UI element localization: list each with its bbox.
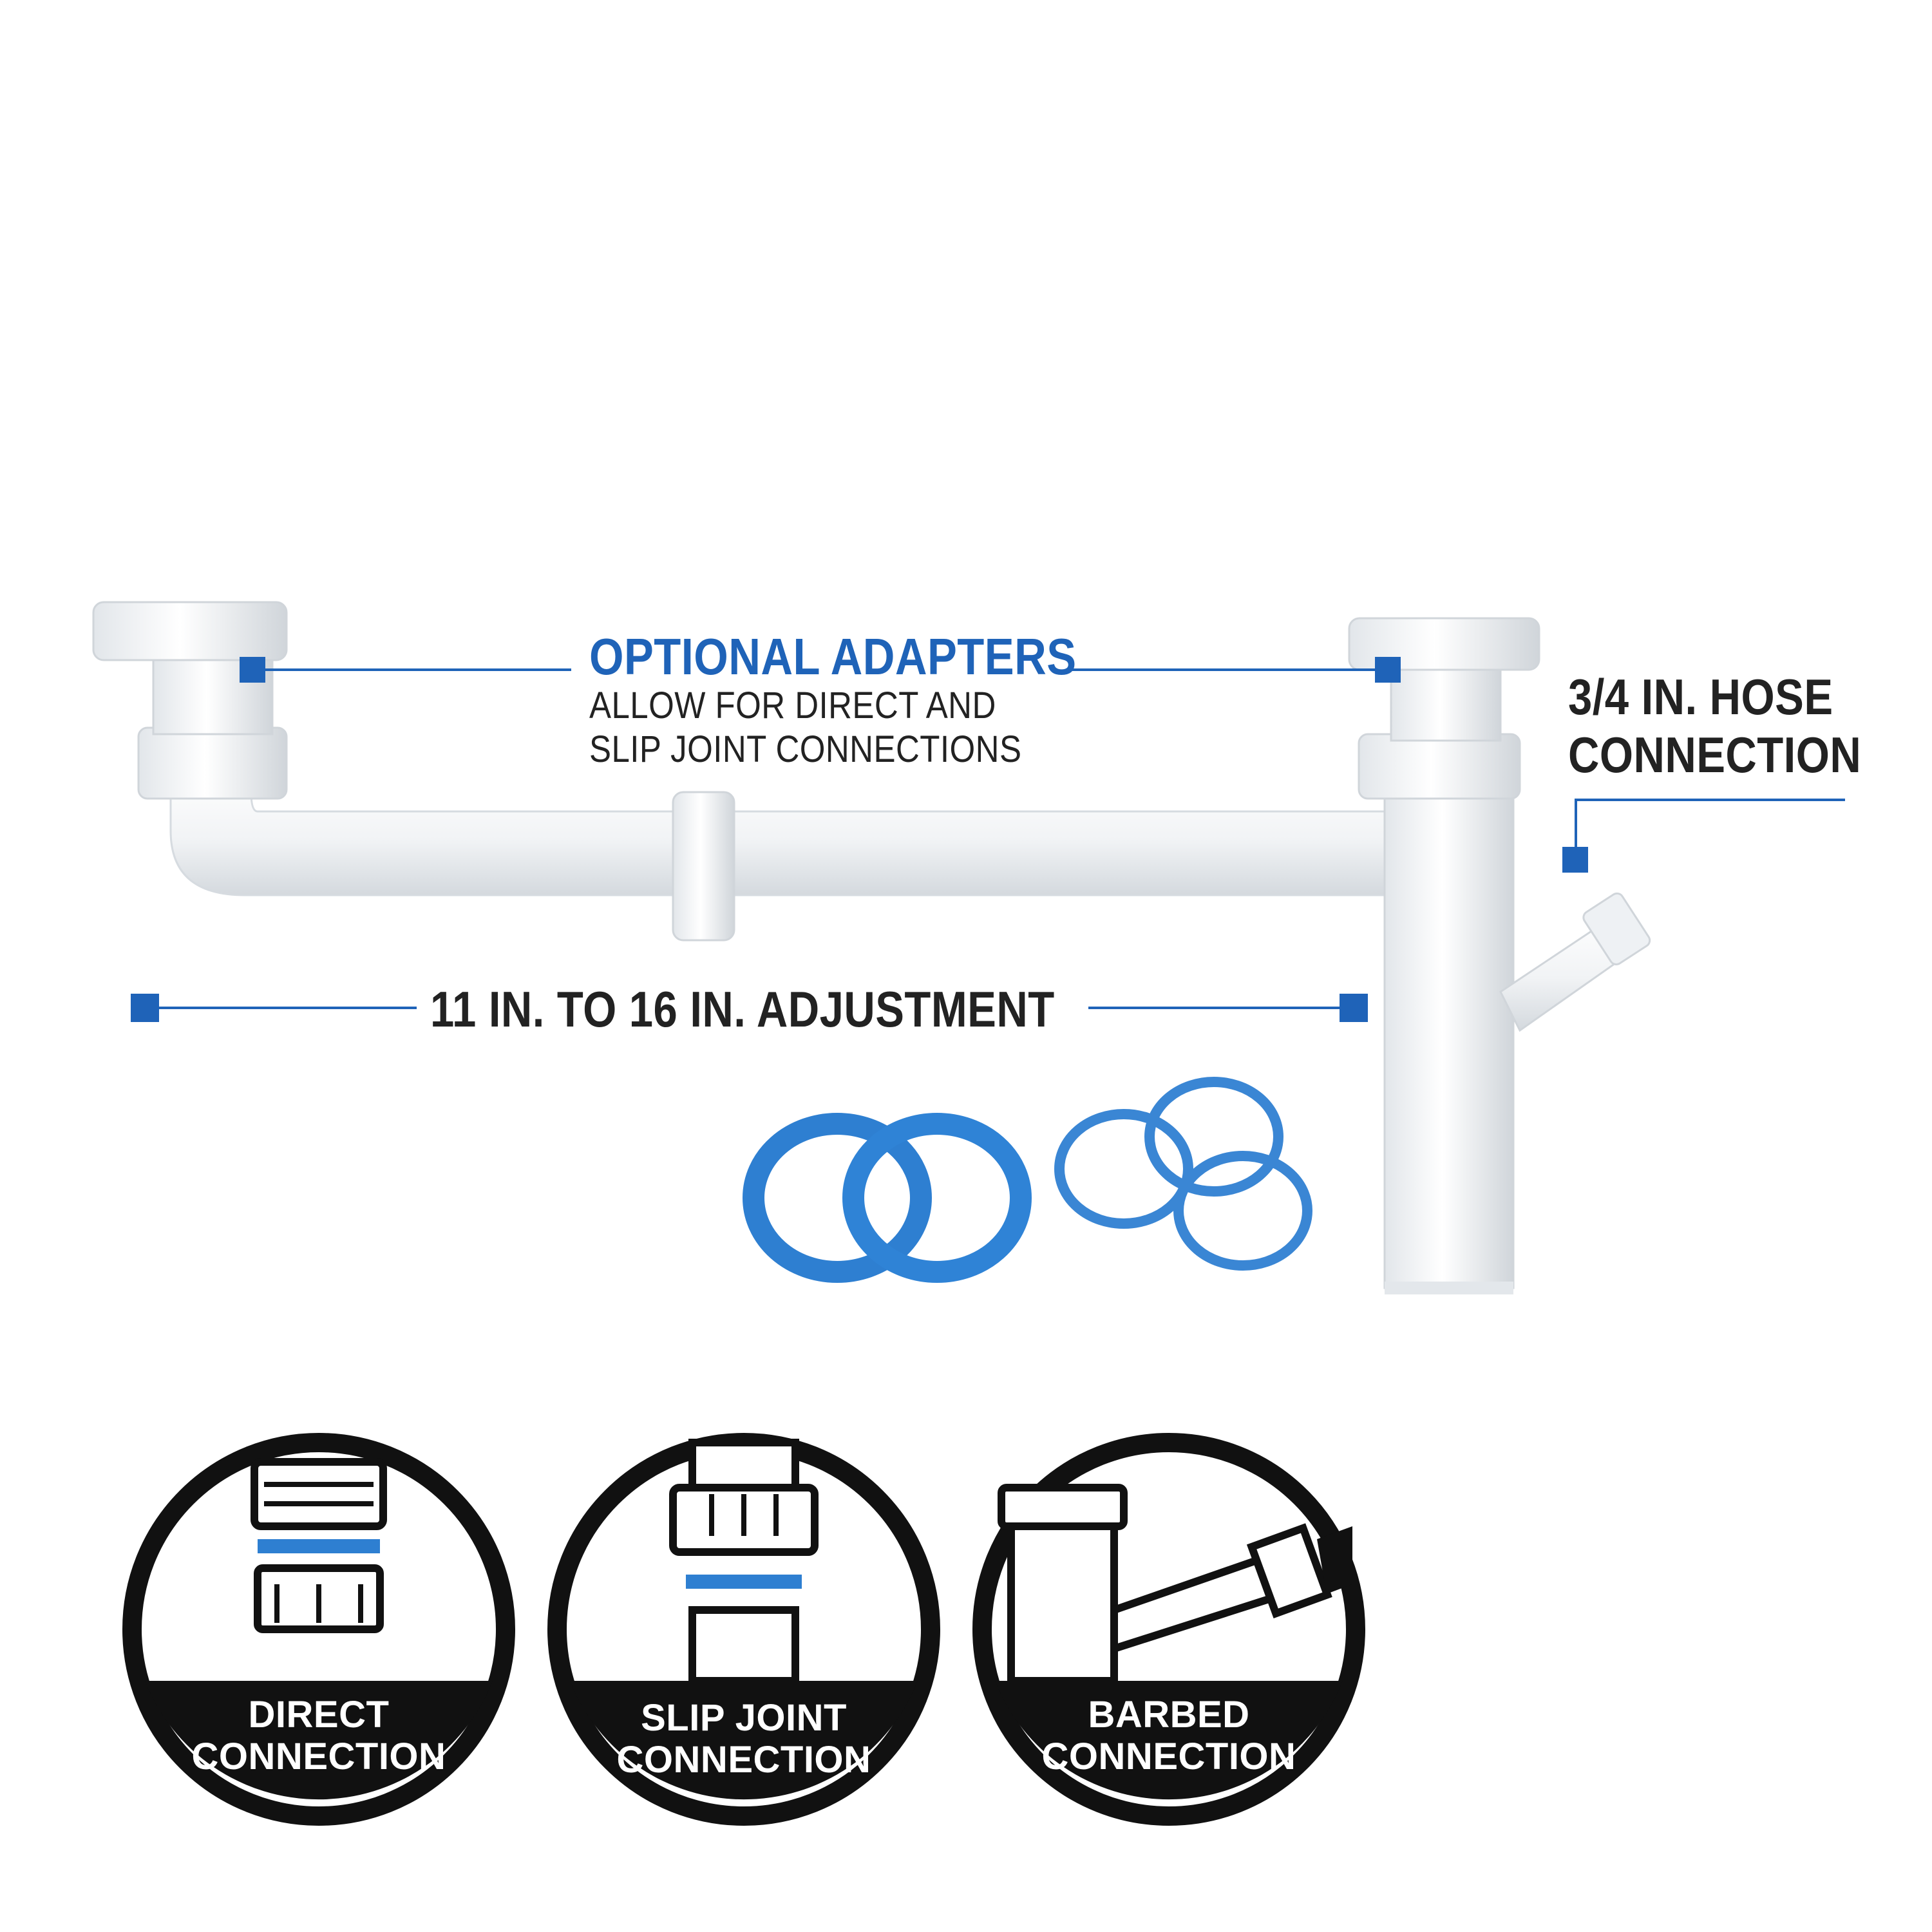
flat-washers [743,1113,1032,1283]
adjustment-left-marker [131,994,159,1022]
right-tee-pipe [1383,784,1515,1294]
direct-connection-line1: DIRECT [248,1694,390,1736]
adapter-left-leader [265,668,571,671]
direct-connection-line2: CONNECTION [191,1736,446,1777]
hose-connection-line1: 3/4 IN. HOSE [1568,668,1833,725]
slip-joint-washers [1054,1077,1312,1271]
left-elbow-pipe [169,772,1463,896]
adjustment-right-leader [1088,1007,1340,1009]
adapter-right-leader [1072,668,1375,671]
hose-leader-horizontal [1575,799,1845,801]
adjustment-left-leader [159,1007,417,1009]
barbed-connection-icon [972,1433,1365,1826]
adapter-right-marker [1375,657,1401,683]
barbed-connection-line2: CONNECTION [1041,1736,1296,1777]
optional-adapters-line2: SLIP JOINT CONNECTIONS [589,728,1022,770]
slip-joint-connection-line2: CONNECTION [616,1739,871,1781]
adapter-left-marker [240,657,265,683]
middle-slip-nut [672,791,735,942]
adjustment-label: 11 IN. TO 16 IN. ADJUSTMENT [430,981,1055,1037]
hose-leader-vertical [1575,799,1577,857]
hose-marker [1562,847,1588,873]
direct-connection-icon [122,1433,515,1826]
optional-adapters-line1: ALLOW FOR DIRECT AND [589,685,996,726]
barbed-connection-line1: BARBED [1088,1694,1250,1736]
slip-joint-connection-icon [547,1433,940,1826]
optional-adapters-title: OPTIONAL ADAPTERS [589,628,1077,685]
left-adapter-nut [92,601,288,800]
right-adapter-nut [1348,617,1540,800]
adjustment-right-marker [1340,994,1368,1022]
hose-connection-line2: CONNECTION [1568,726,1862,783]
hose-barb [1499,892,1651,1032]
slip-joint-connection-line1: SLIP JOINT [641,1697,847,1739]
